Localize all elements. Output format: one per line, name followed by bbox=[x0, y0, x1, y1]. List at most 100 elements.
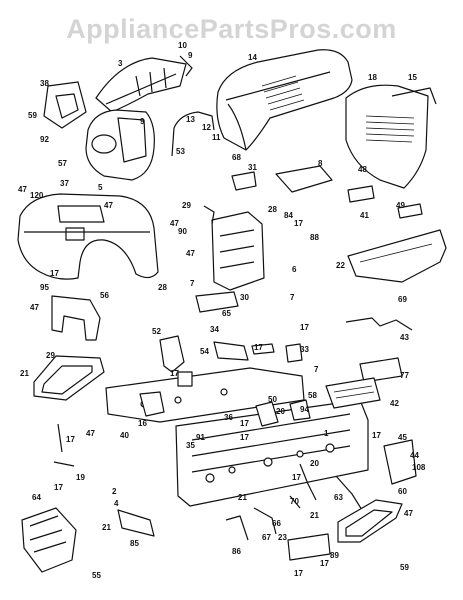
callout-92: 92 bbox=[40, 135, 49, 144]
callout-49: 49 bbox=[396, 201, 405, 210]
callout-70: 70 bbox=[290, 497, 299, 506]
callout-31: 31 bbox=[248, 163, 257, 172]
callout-22: 22 bbox=[336, 261, 345, 270]
callout-67: 67 bbox=[262, 533, 271, 542]
callout-41: 41 bbox=[360, 211, 369, 220]
callout-58: 58 bbox=[308, 391, 317, 400]
callout-91: 91 bbox=[196, 433, 205, 442]
callout-66: 66 bbox=[272, 519, 281, 528]
callout-28: 28 bbox=[268, 205, 277, 214]
callout-85: 85 bbox=[130, 539, 139, 548]
callout-17: 17 bbox=[292, 473, 301, 482]
side-panel-part bbox=[345, 84, 437, 189]
callout-17: 17 bbox=[240, 419, 249, 428]
callout-34: 34 bbox=[210, 325, 219, 334]
seat-support-part bbox=[289, 357, 403, 421]
callout-64: 64 bbox=[32, 493, 41, 502]
callout-53: 53 bbox=[176, 147, 185, 156]
callout-24: 24 bbox=[0, 0, 9, 2]
callout-77: 77 bbox=[400, 371, 409, 380]
callout-9: 9 bbox=[140, 117, 145, 126]
callout-42: 42 bbox=[390, 399, 399, 408]
callout-50: 50 bbox=[268, 395, 277, 404]
callout-9: 9 bbox=[188, 51, 193, 60]
callout-120: 120 bbox=[30, 191, 44, 200]
callout-17: 17 bbox=[66, 435, 75, 444]
callout-28: 28 bbox=[158, 283, 167, 292]
callout-95: 95 bbox=[40, 283, 49, 292]
callout-47: 47 bbox=[104, 201, 113, 210]
callout-35: 35 bbox=[186, 441, 195, 450]
callout-59: 59 bbox=[28, 111, 37, 120]
callout-11: 11 bbox=[212, 133, 221, 142]
lower-bracket-parts bbox=[117, 507, 331, 561]
callout-55: 55 bbox=[92, 571, 101, 580]
dash-panel-part bbox=[95, 55, 193, 113]
fender-part bbox=[17, 193, 159, 280]
callout-33: 33 bbox=[300, 345, 309, 354]
callout-90: 90 bbox=[178, 227, 187, 236]
callout-88: 88 bbox=[310, 233, 319, 242]
callout-47: 47 bbox=[30, 303, 39, 312]
callout-48: 48 bbox=[358, 165, 367, 174]
callout-86: 86 bbox=[232, 547, 241, 556]
callout-20: 20 bbox=[276, 407, 285, 416]
callout-45: 45 bbox=[398, 433, 407, 442]
callout-4: 4 bbox=[114, 499, 119, 508]
rear-seat-pan-part bbox=[337, 499, 403, 543]
callout-23: 23 bbox=[278, 533, 287, 542]
callout-6: 6 bbox=[292, 265, 297, 274]
callout-56: 56 bbox=[100, 291, 109, 300]
callout-65: 65 bbox=[222, 309, 231, 318]
callout-19: 19 bbox=[76, 473, 85, 482]
dash-support-part bbox=[195, 165, 333, 313]
callout-7: 7 bbox=[314, 365, 319, 374]
callout-63: 63 bbox=[334, 493, 343, 502]
callout-8: 8 bbox=[318, 159, 323, 168]
callout-59: 59 bbox=[400, 563, 409, 572]
bracket-arm bbox=[171, 127, 175, 157]
callout-17: 17 bbox=[372, 431, 381, 440]
callout-12: 12 bbox=[202, 123, 211, 132]
callout-47: 47 bbox=[170, 219, 179, 228]
callout-17: 17 bbox=[294, 219, 303, 228]
callout-21: 21 bbox=[238, 493, 247, 502]
hanger-bracket-part bbox=[159, 335, 185, 373]
callout-17: 17 bbox=[50, 269, 59, 278]
mount-bracket-part bbox=[51, 295, 101, 341]
callout-54: 54 bbox=[200, 347, 209, 356]
callout-7: 7 bbox=[290, 293, 295, 302]
seat-pan-part bbox=[33, 355, 105, 401]
callout-47: 47 bbox=[404, 509, 413, 518]
callout-10: 10 bbox=[178, 41, 187, 50]
callout-57: 57 bbox=[58, 159, 67, 168]
callout-52: 52 bbox=[152, 327, 161, 336]
callout-47: 47 bbox=[86, 429, 95, 438]
callout-21: 21 bbox=[102, 523, 111, 532]
callout-13: 13 bbox=[186, 115, 195, 124]
watermark: AppliancePartsPros.com bbox=[66, 14, 397, 44]
callout-108: 108 bbox=[412, 463, 426, 472]
frame-bracket-parts bbox=[139, 341, 279, 427]
callout-38: 38 bbox=[40, 79, 49, 88]
hood-part bbox=[216, 49, 353, 151]
callout-2: 2 bbox=[112, 487, 117, 496]
console-part bbox=[43, 81, 155, 181]
callout-21: 21 bbox=[20, 369, 29, 378]
callout-17: 17 bbox=[320, 559, 329, 568]
callout-44: 44 bbox=[410, 451, 419, 460]
callout-17: 17 bbox=[170, 369, 179, 378]
callout-47: 47 bbox=[18, 185, 27, 194]
bumper-part bbox=[347, 229, 447, 283]
callout-17: 17 bbox=[54, 483, 63, 492]
callout-18: 18 bbox=[368, 73, 377, 82]
callout-36: 36 bbox=[224, 413, 233, 422]
callout-17: 17 bbox=[294, 569, 303, 578]
callout-15: 15 bbox=[408, 73, 417, 82]
callout-17: 17 bbox=[240, 433, 249, 442]
callout-16: 16 bbox=[138, 419, 147, 428]
callout-17: 17 bbox=[300, 323, 309, 332]
